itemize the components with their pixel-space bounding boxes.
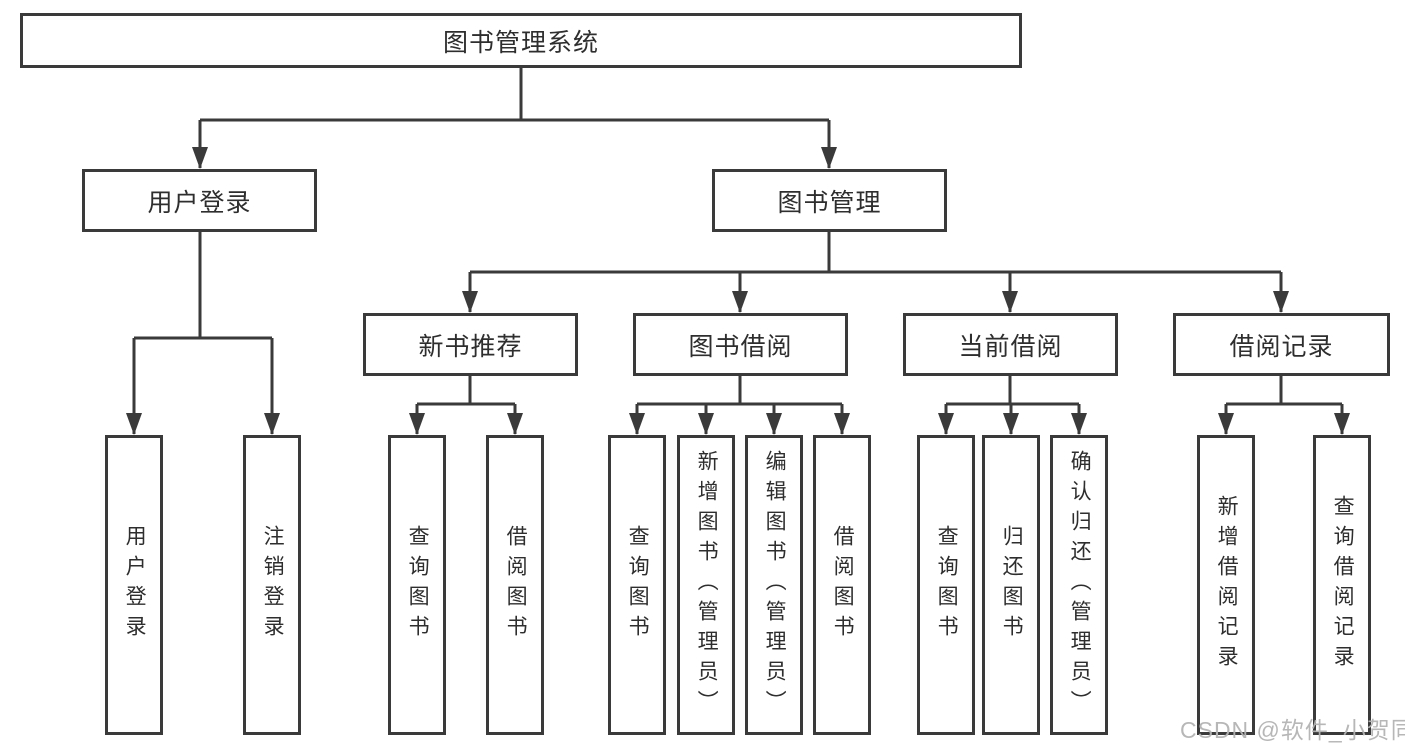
leaf-borrow-books-1: 借阅图书 bbox=[486, 435, 544, 735]
leaf-confirm-return-admin: 确认归还（管理员） bbox=[1050, 435, 1108, 735]
node-label: 新增借阅记录 bbox=[1215, 495, 1239, 675]
node-label: 图书借阅 bbox=[688, 332, 793, 361]
node-label: 编辑图书（管理员） bbox=[763, 450, 787, 720]
connector-new-book-recommend-trunk bbox=[417, 376, 515, 406]
node-label: 图书管理系统 bbox=[442, 28, 599, 57]
leaf-user-login: 用户登录 bbox=[105, 435, 163, 735]
node-current-borrow: 当前借阅 bbox=[903, 313, 1118, 376]
node-label: 用户登录 bbox=[123, 525, 147, 645]
node-book-borrow: 图书借阅 bbox=[633, 313, 848, 376]
connector-borrow-records-trunk bbox=[1226, 376, 1342, 406]
node-user-login: 用户登录 bbox=[82, 169, 317, 232]
node-label: 查询图书 bbox=[626, 525, 650, 645]
leaf-query-books-2: 查询图书 bbox=[608, 435, 666, 735]
node-label: 新书推荐 bbox=[418, 332, 523, 361]
node-label: 用户登录 bbox=[147, 188, 252, 217]
node-root-system: 图书管理系统 bbox=[20, 13, 1022, 68]
node-label: 归还图书 bbox=[1000, 525, 1024, 645]
node-label: 查询借阅记录 bbox=[1331, 495, 1355, 675]
connector-current-borrow-trunk bbox=[946, 376, 1079, 406]
leaf-query-borrow-record: 查询借阅记录 bbox=[1313, 435, 1371, 735]
connector-user-login-trunk bbox=[134, 232, 272, 340]
node-label: 图书管理 bbox=[777, 188, 882, 217]
leaf-return-books: 归还图书 bbox=[982, 435, 1040, 735]
node-label: 查询图书 bbox=[406, 525, 430, 645]
node-label: 当前借阅 bbox=[958, 332, 1063, 361]
leaf-edit-book-admin: 编辑图书（管理员） bbox=[745, 435, 803, 735]
connector-book-borrow-trunk bbox=[637, 376, 842, 406]
leaf-add-book-admin: 新增图书（管理员） bbox=[677, 435, 735, 735]
node-label: 查询图书 bbox=[935, 525, 959, 645]
node-book-management: 图书管理 bbox=[712, 169, 947, 232]
connector-root-trunk bbox=[200, 68, 829, 122]
leaf-logout: 注销登录 bbox=[243, 435, 301, 735]
leaf-add-borrow-record: 新增借阅记录 bbox=[1197, 435, 1255, 735]
watermark: CSDN @软件_小贺同学 bbox=[1180, 717, 1405, 743]
node-label: 确认归还（管理员） bbox=[1068, 450, 1092, 720]
node-new-book-recommend: 新书推荐 bbox=[363, 313, 578, 376]
node-label: 借阅记录 bbox=[1229, 332, 1334, 361]
leaf-borrow-books-2: 借阅图书 bbox=[813, 435, 871, 735]
node-label: 新增图书（管理员） bbox=[695, 450, 719, 720]
leaf-query-books-3: 查询图书 bbox=[917, 435, 975, 735]
node-label: 注销登录 bbox=[261, 525, 285, 645]
node-borrow-records: 借阅记录 bbox=[1173, 313, 1390, 376]
node-label: 借阅图书 bbox=[504, 525, 528, 645]
leaf-query-books-1: 查询图书 bbox=[388, 435, 446, 735]
connector-book-management-trunk bbox=[470, 232, 1281, 274]
node-label: 借阅图书 bbox=[831, 525, 855, 645]
